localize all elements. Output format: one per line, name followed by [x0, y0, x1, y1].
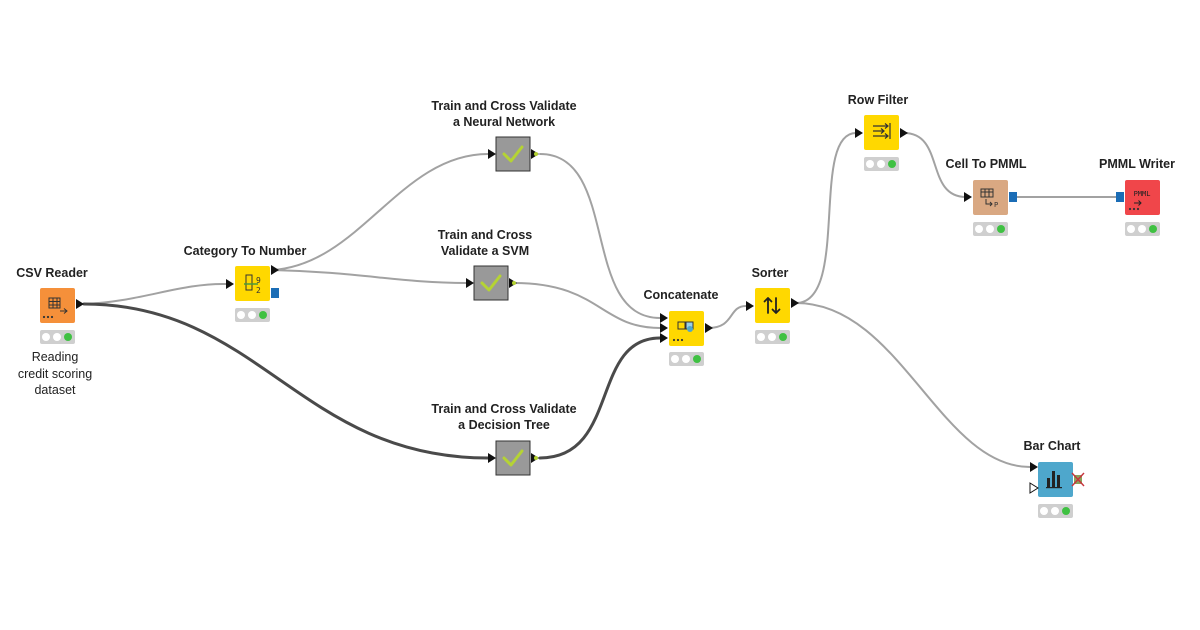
- checkmark-icon: [502, 449, 524, 467]
- input-port[interactable]: [488, 453, 496, 463]
- status-traffic-light: [40, 330, 75, 344]
- output-port[interactable]: [705, 323, 713, 333]
- svg-text:P: P: [994, 201, 998, 209]
- connection-svm-to-concatenate[interactable]: [513, 282, 661, 329]
- input-port[interactable]: [1030, 462, 1038, 472]
- input-port[interactable]: [746, 301, 754, 311]
- model-input-port[interactable]: [1116, 192, 1124, 202]
- node-train-neural-network[interactable]: Train and Cross Validate a Neural Networ…: [431, 99, 577, 172]
- connection-nn-to-concatenate[interactable]: [539, 153, 661, 319]
- node-description-line: credit scoring: [18, 367, 92, 381]
- input-port[interactable]: [660, 323, 668, 333]
- output-port-flowvar: [512, 281, 516, 285]
- node-pmml-writer[interactable]: PMML Writer PMML: [1099, 157, 1175, 236]
- status-traffic-light: [1125, 222, 1160, 236]
- connection-dt-to-concatenate[interactable]: [538, 336, 662, 460]
- output-port-flowvar: [534, 152, 538, 156]
- node-body[interactable]: [1038, 462, 1073, 497]
- node-row-filter[interactable]: Row Filter: [848, 93, 909, 171]
- connection-csv-to-decision-tree[interactable]: [82, 302, 490, 460]
- output-port[interactable]: [271, 265, 279, 275]
- node-train-svm[interactable]: Train and Cross Validate a SVM: [438, 228, 533, 301]
- output-port[interactable]: [900, 128, 908, 138]
- sort-arrows-icon: [763, 297, 781, 314]
- node-train-decision-tree[interactable]: Train and Cross Validate a Decision Tree: [431, 402, 577, 476]
- svg-text:2: 2: [256, 286, 261, 295]
- output-port-flowvar: [534, 456, 538, 460]
- node-cell-to-pmml[interactable]: Cell To PMML P: [945, 157, 1027, 236]
- status-traffic-light: [755, 330, 790, 344]
- node-body[interactable]: [495, 440, 531, 476]
- connection-category-to-svm[interactable]: [271, 269, 467, 284]
- input-port[interactable]: [855, 128, 863, 138]
- output-port[interactable]: [791, 298, 799, 308]
- connection-csv-to-category[interactable]: [83, 282, 227, 305]
- node-bar-chart[interactable]: Bar Chart: [1024, 439, 1085, 518]
- checkmark-icon: [480, 274, 502, 292]
- status-traffic-light: [669, 352, 704, 366]
- input-port[interactable]: [466, 278, 474, 288]
- connection-row-filter-to-cell-to-pmml[interactable]: [903, 132, 967, 198]
- node-label-line: Train and Cross: [438, 228, 533, 242]
- model-output-port[interactable]: [1009, 192, 1017, 202]
- model-output-port[interactable]: [271, 288, 279, 298]
- connection-sorter-to-row-filter[interactable]: [795, 132, 857, 304]
- connections: [82, 132, 1117, 468]
- node-concatenate[interactable]: Concatenate: [643, 288, 719, 366]
- cell-to-pmml-icon: P: [980, 188, 998, 209]
- node-label: Sorter: [752, 266, 789, 280]
- input-port[interactable]: [660, 313, 668, 323]
- connection-concatenate-to-sorter[interactable]: [707, 305, 747, 329]
- pmml-icon-text: PMML: [1134, 190, 1151, 198]
- checkmark-icon: [502, 145, 524, 163]
- input-port[interactable]: [488, 149, 496, 159]
- input-port[interactable]: [226, 279, 234, 289]
- node-description-line: dataset: [34, 383, 76, 397]
- concatenate-icon: [677, 321, 694, 332]
- input-port[interactable]: [660, 333, 668, 343]
- node-label: Bar Chart: [1024, 439, 1082, 453]
- node-body[interactable]: [473, 265, 509, 301]
- node-label: PMML Writer: [1099, 157, 1175, 171]
- node-label: Concatenate: [643, 288, 718, 302]
- node-label: CSV Reader: [16, 266, 88, 280]
- node-label: Category To Number: [184, 244, 307, 258]
- inactive-output-port-icon[interactable]: [1071, 472, 1085, 487]
- node-label: Cell To PMML: [945, 157, 1026, 171]
- dialog-dots-icon: [672, 338, 684, 342]
- node-body[interactable]: [495, 136, 531, 172]
- node-label: Row Filter: [848, 93, 909, 107]
- connection-category-to-nn[interactable]: [271, 153, 489, 271]
- node-body[interactable]: [1125, 180, 1160, 215]
- node-label-line: Train and Cross Validate: [431, 402, 576, 416]
- output-port[interactable]: [76, 299, 84, 309]
- table-read-icon: [48, 297, 68, 314]
- category-to-number-icon: 9 2: [244, 274, 261, 295]
- node-body[interactable]: [755, 288, 790, 323]
- node-csv-reader[interactable]: CSV Reader Reading credit scoring datase…: [16, 266, 92, 397]
- input-port[interactable]: [964, 192, 972, 202]
- status-traffic-light: [1038, 504, 1073, 518]
- node-label-line: a Neural Network: [453, 115, 555, 129]
- dialog-dots-icon: [42, 315, 54, 319]
- dialog-dots-icon: [1128, 207, 1140, 211]
- optional-input-port[interactable]: [1029, 482, 1039, 494]
- node-sorter[interactable]: Sorter: [746, 266, 799, 344]
- bar-chart-icon: [1046, 471, 1062, 489]
- connection-sorter-to-bar-chart[interactable]: [795, 302, 1031, 468]
- node-label-line: Validate a SVM: [441, 244, 529, 258]
- filter-icon: [873, 123, 891, 139]
- status-traffic-light: [864, 157, 899, 171]
- node-label-line: a Decision Tree: [458, 418, 550, 432]
- node-description-line: Reading: [32, 350, 79, 364]
- node-label-line: Train and Cross Validate: [431, 99, 576, 113]
- status-traffic-light: [973, 222, 1008, 236]
- status-traffic-light: [235, 308, 270, 322]
- node-category-to-number[interactable]: Category To Number 9 2: [184, 244, 307, 322]
- pmml-write-icon: PMML: [1134, 190, 1151, 206]
- svg-text:9: 9: [256, 276, 261, 285]
